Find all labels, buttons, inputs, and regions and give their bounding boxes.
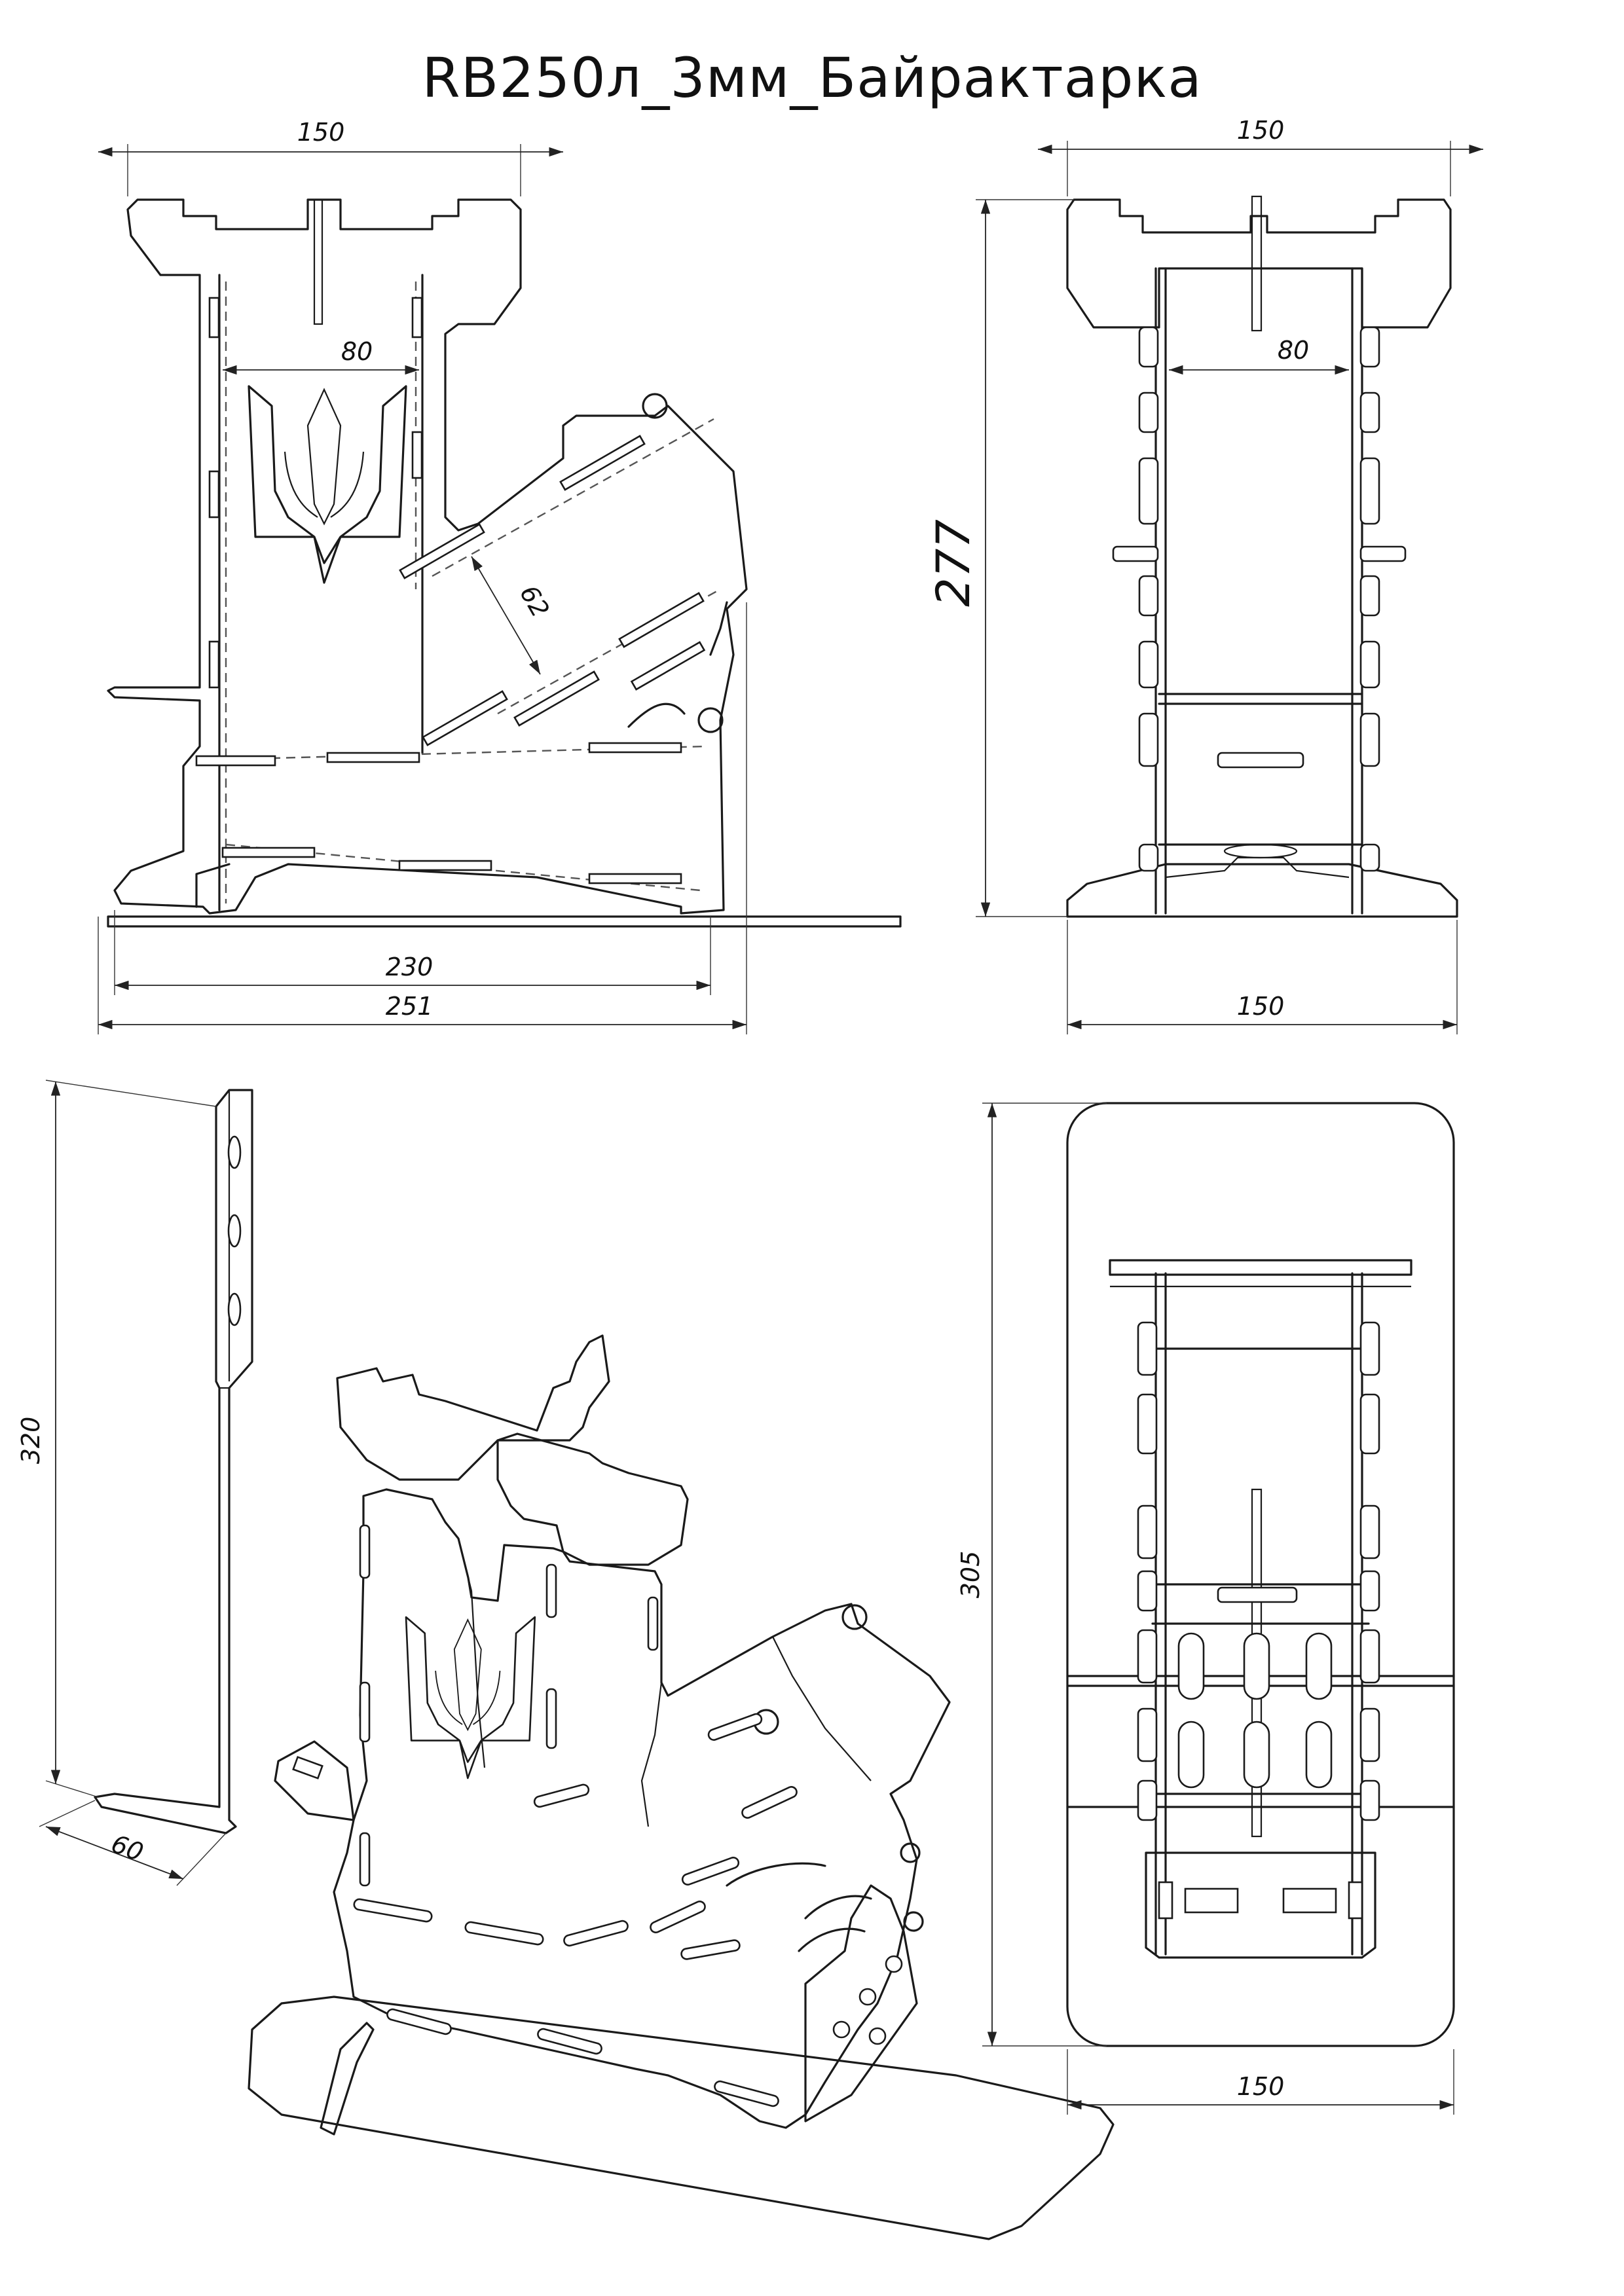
slot	[221, 847, 316, 858]
l-panel-view: 320 60	[16, 1080, 253, 1886]
front-hook-bottom	[697, 707, 724, 733]
top-view-window	[1184, 1887, 1239, 1914]
dim-side-base-width: 150	[1237, 992, 1285, 1021]
slot	[588, 742, 682, 754]
front-top-tab	[313, 198, 323, 325]
slot	[618, 592, 705, 648]
iso-hook	[841, 1604, 868, 1630]
dim-panel-depth: 60	[107, 1829, 147, 1867]
iso-hole	[868, 2027, 887, 2045]
isometric-view	[248, 1334, 1115, 2240]
dim-front-base-width: 230	[386, 953, 434, 981]
front-hook-top	[642, 393, 668, 419]
drawing-title: RB250л_3мм_Байрактарка	[422, 46, 1202, 110]
dim-front-inner-width: 80	[341, 337, 373, 366]
l-panel-hole	[227, 1214, 242, 1248]
dim-top-view-length: 305	[956, 1551, 985, 1599]
slot	[588, 873, 682, 884]
l-panel-hole	[227, 1135, 242, 1169]
trident-emblem-front	[248, 385, 407, 584]
dim-front-slot-depth: 62	[514, 581, 555, 623]
slot	[422, 690, 508, 746]
side-handle-slot	[1217, 752, 1304, 769]
side-base	[1066, 863, 1458, 918]
iso-hole	[858, 1988, 877, 2006]
slot	[630, 641, 706, 691]
iso-hole	[832, 2020, 851, 2039]
iso-front-panel	[333, 1488, 951, 2129]
dim-side-height: 277	[927, 519, 980, 607]
side-view: 150 80 277 150	[927, 116, 1483, 1034]
side-tabs	[1112, 326, 1407, 872]
top-view: 305 150	[956, 1102, 1455, 2115]
top-view-slots	[1177, 1632, 1333, 1789]
front-slots	[195, 297, 706, 884]
iso-hole	[885, 1955, 903, 1973]
top-view-top-bar	[1109, 1259, 1412, 1276]
side-top-cap	[1066, 198, 1452, 329]
iso-hook	[900, 1842, 921, 1863]
slot	[559, 435, 646, 491]
slot	[513, 670, 600, 727]
slot	[398, 860, 492, 871]
slot	[399, 523, 485, 579]
slot	[411, 297, 423, 338]
top-view-window	[1282, 1887, 1337, 1914]
dim-side-inner-width: 80	[1278, 336, 1309, 365]
slot	[208, 640, 220, 689]
slot	[208, 297, 220, 338]
top-view-base-plate	[1066, 1102, 1455, 2047]
dim-side-top-width: 150	[1237, 116, 1285, 145]
side-top-tab	[1251, 195, 1263, 332]
front-base-plate	[107, 915, 902, 928]
trident-emblem-iso	[405, 1616, 536, 1779]
dim-front-total-width: 251	[386, 992, 434, 1021]
slot	[411, 431, 423, 479]
dim-panel-height: 320	[16, 1417, 45, 1465]
dim-top-view-width: 150	[1237, 2072, 1285, 2101]
iso-front-cap	[496, 1432, 689, 1566]
iso-right-panel	[804, 1884, 918, 2123]
slot	[208, 470, 220, 519]
iso-rear-cap	[336, 1334, 610, 1481]
top-view-side-tabs	[1137, 1321, 1380, 1821]
iso-slots	[353, 1524, 798, 2107]
iso-hook	[903, 1911, 924, 1932]
dim-front-top-width: 150	[297, 118, 345, 147]
front-hook-curve	[627, 702, 686, 728]
iso-base-plate	[248, 1995, 1115, 2240]
slot	[195, 755, 276, 767]
slot	[326, 752, 420, 763]
iso-left-wing	[274, 1740, 355, 1821]
l-panel-hole	[227, 1292, 242, 1326]
front-view: 150 80 62 230 251	[98, 118, 902, 1034]
front-body-outline	[107, 198, 748, 915]
